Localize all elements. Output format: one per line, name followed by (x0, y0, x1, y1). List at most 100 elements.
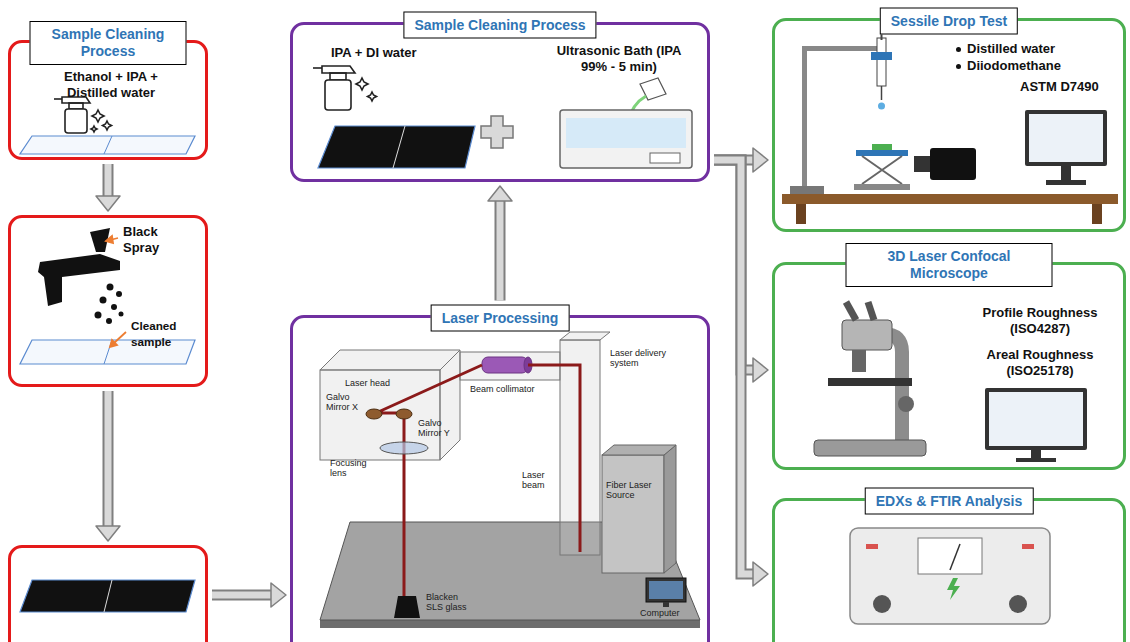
part-label: Galvo Mirror X (326, 392, 368, 412)
part-label: Beam collimator (470, 384, 540, 394)
sessile-drop-setup (877, 38, 886, 86)
part-label: Laser delivery system (610, 348, 670, 368)
ultrasonic-bath (560, 78, 692, 168)
confocal-microscope (898, 396, 914, 412)
panel-heading: Laser Processing (431, 305, 570, 332)
ultrasonic-bath (566, 118, 686, 148)
spray-bottle (54, 98, 62, 100)
process-box: Sessile Drop TestDistilled waterDiiodome… (772, 18, 1126, 232)
laser-beam (376, 365, 580, 596)
flow-arrow (212, 583, 286, 607)
flow-arrow (497, 200, 504, 301)
sessile-drop-setup (790, 186, 824, 194)
confocal-microscope (1016, 458, 1056, 462)
part-label: Blacken SLS glass (426, 592, 474, 612)
panel-text: Areal Roughness (ISO25178) (970, 347, 1110, 379)
work-plate (320, 620, 700, 628)
analysis-instrument (1009, 595, 1027, 613)
blackened-glass (394, 596, 420, 618)
flow-arrow (103, 391, 114, 527)
flow-arrow (271, 583, 286, 607)
blackened-slide (20, 580, 195, 612)
laser-head (440, 350, 460, 460)
spray-gun (119, 312, 124, 317)
glass-slide (20, 136, 195, 154)
analysis-instrument (950, 544, 960, 570)
fiber-laser-source (602, 445, 676, 573)
sessile-drop-setup (914, 156, 930, 172)
spray-bottle (313, 67, 322, 69)
sessile-drop-setup (796, 204, 806, 224)
process-box: EDXs & FTIR Analysis (772, 498, 1126, 642)
process-box: Sample Cleaning ProcessEthanol + IPA + D… (8, 40, 208, 160)
spray-bottle (330, 73, 346, 80)
bullet-item: Distilled water (955, 41, 1097, 57)
fiber-laser-source (602, 455, 664, 573)
panel-text: Profile Roughness (ISO4287) (970, 305, 1110, 337)
plus-sign (481, 116, 513, 148)
confocal-microscope (868, 302, 874, 320)
spray-bottle (91, 126, 97, 132)
computer-monitor (646, 578, 686, 602)
sessile-drop-setup (871, 52, 892, 60)
sessile-drop-setup (1025, 110, 1107, 166)
spray-gun (111, 304, 117, 310)
beam-collimator (482, 357, 528, 373)
flow-arrow (96, 391, 120, 541)
analysis-instrument (873, 595, 891, 613)
sessile-drop-setup (881, 86, 883, 100)
computer-monitor (649, 581, 683, 599)
part-label: Fiber Laser Source (606, 480, 660, 500)
blackened-slide (393, 126, 405, 168)
focusing-lens (380, 442, 428, 454)
confocal-microscope (828, 378, 912, 386)
process-box: Black SprayCleaned sample (8, 215, 208, 387)
sessile-drop-setup (802, 46, 807, 186)
leader-arrow (106, 236, 113, 243)
flow-arrow (96, 196, 120, 211)
confocal-microscope (846, 302, 856, 320)
spray-bottle (322, 66, 355, 73)
flow-arrow (105, 164, 112, 197)
spray-gun (100, 297, 107, 304)
analysis-instrument (850, 528, 1050, 624)
laser-head (320, 350, 460, 460)
glass-slide (104, 136, 112, 154)
panel-text: Ultrasonic Bath (IPA 99% - 5 min) (555, 43, 683, 75)
sessile-drop-setup (1061, 166, 1071, 180)
flow-arrow (488, 186, 512, 201)
part-label: Focusing lens (330, 458, 376, 478)
analysis-instrument (918, 538, 982, 574)
laser-delivery-system (560, 332, 610, 340)
panel-heading: Sample Cleaning Process (30, 21, 187, 65)
galvo-mirror (366, 409, 382, 419)
flow-arrow (495, 200, 506, 301)
sessile-drop-setup (782, 30, 1118, 224)
flow-arrow (212, 590, 272, 601)
part-label: Computer (640, 608, 690, 618)
sessile-drop-setup (872, 144, 892, 150)
sessile-drop-setup (862, 156, 902, 184)
analysis-instrument (947, 578, 960, 600)
spray-bottle (313, 66, 377, 110)
sessile-drop-setup (782, 194, 1118, 204)
bullet-item: Diiodomethane (955, 58, 1097, 74)
flow-arrow (103, 164, 114, 197)
confocal-microscope (1031, 450, 1041, 458)
sessile-drop-setup (930, 148, 976, 180)
sessile-drop-setup (854, 184, 910, 190)
confocal-microscope (985, 388, 1087, 450)
analysis-instrument (866, 544, 878, 549)
plus-sign (481, 116, 513, 148)
blackened-glass (394, 596, 420, 618)
sessile-drop-setup (1029, 114, 1103, 162)
analysis-instrument (850, 528, 1050, 624)
flow-arrow (714, 160, 754, 574)
confocal-microscope (842, 320, 892, 350)
spray-gun (38, 254, 120, 306)
fiber-laser-source (602, 445, 676, 455)
process-box (8, 545, 208, 642)
spray-bottle (65, 109, 87, 133)
analysis-instrument (1022, 544, 1034, 549)
spray-bottle (356, 78, 368, 90)
